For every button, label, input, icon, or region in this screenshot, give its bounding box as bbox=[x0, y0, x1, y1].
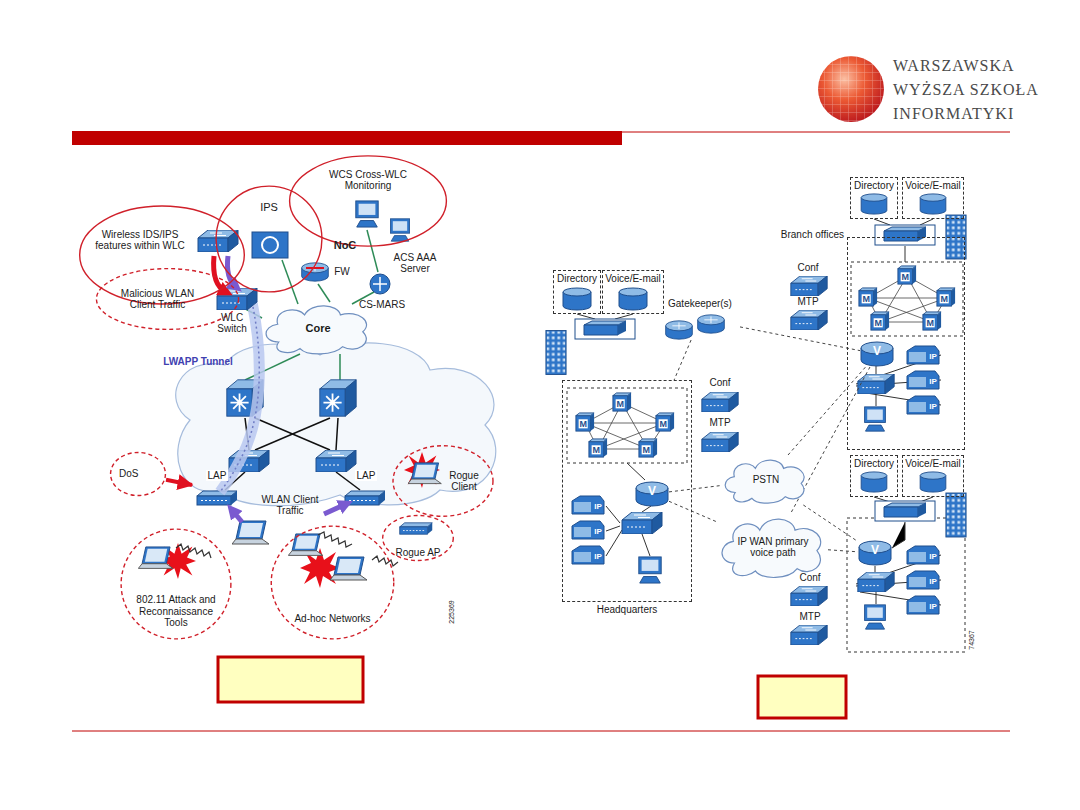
connector bbox=[828, 550, 858, 552]
threat-ellipse: Rogue Client bbox=[392, 445, 494, 517]
server-group: Voice/E-mail bbox=[902, 455, 964, 497]
node-text: Directory bbox=[854, 458, 894, 469]
site-box: HeadquartersV bbox=[562, 380, 692, 602]
phone-mark: IP bbox=[594, 553, 602, 562]
access-point: LAP bbox=[338, 470, 394, 510]
callmanager-mark: M bbox=[659, 419, 667, 429]
core-cloud: Core bbox=[262, 300, 374, 356]
voice-router: V bbox=[635, 481, 669, 507]
figure-number: 74367 bbox=[968, 630, 976, 649]
device-label: Conf bbox=[709, 377, 730, 388]
ellipse-outline bbox=[288, 155, 448, 247]
node-text: Wireless IDS/IPS features within WLC bbox=[90, 229, 190, 251]
device-label: Conf bbox=[799, 572, 820, 583]
node-text: V bbox=[871, 544, 879, 557]
node-text: Rogue AP bbox=[395, 547, 440, 558]
node-text: Headquarters bbox=[563, 604, 691, 615]
gatekeeper: Gatekeeper(s) bbox=[660, 298, 740, 340]
node-text: Directory bbox=[557, 273, 597, 284]
figure-number: 225369 bbox=[448, 600, 456, 623]
callmanager-mark: M bbox=[862, 294, 870, 304]
node-text: Malicious WLAN Client Traffic bbox=[113, 288, 203, 310]
device-label: ACS AAA Server bbox=[385, 252, 445, 274]
callmanager-mark: M bbox=[874, 318, 882, 328]
server-group: Voice/E-mail bbox=[602, 270, 664, 314]
device-label: CS-MARS bbox=[359, 299, 405, 310]
phone-mark: IP bbox=[929, 603, 937, 612]
phone-mark: IP bbox=[929, 553, 937, 562]
threat-circle: 802.11 Attack and Reconnaissance Tools bbox=[120, 528, 232, 640]
phone-mark: IP bbox=[594, 528, 602, 537]
node-text: DoS bbox=[119, 468, 138, 479]
device-label: FW bbox=[334, 266, 350, 277]
server-group: Directory bbox=[850, 455, 898, 497]
node-text: Voice/E-mail bbox=[605, 273, 661, 284]
callmanager-mark: M bbox=[940, 294, 948, 304]
connector bbox=[669, 501, 718, 522]
node-text: IPS bbox=[260, 201, 278, 213]
node-text: Core bbox=[305, 322, 330, 334]
voice-router: V bbox=[858, 540, 892, 566]
device-label: WLC Switch bbox=[212, 312, 252, 334]
threat-ellipse: Rogue AP bbox=[382, 515, 454, 561]
phone-mark: IP bbox=[929, 403, 937, 412]
callmanager-mark: M bbox=[579, 419, 587, 429]
node-text: WCS Cross-WLC Monitoring bbox=[318, 169, 418, 191]
monitoring-ellipse: WCS Cross-WLC Monitoring bbox=[288, 155, 448, 247]
connector bbox=[166, 480, 192, 485]
connector bbox=[788, 367, 866, 455]
site-box: Branch officesV bbox=[847, 237, 965, 450]
phone-mark: IP bbox=[929, 378, 937, 387]
device-label: MTP bbox=[797, 296, 818, 307]
callmanager-mark: M bbox=[926, 318, 934, 328]
logo-text: WARSZAWSKA bbox=[893, 57, 1015, 75]
threat-circle: Ad-hoc Networks bbox=[270, 525, 395, 640]
access-point: LAP bbox=[192, 470, 242, 510]
voice-router: V bbox=[860, 341, 894, 367]
node-text: IP WAN primary voice path bbox=[737, 536, 809, 558]
node-text: Voice/E-mail bbox=[905, 180, 961, 191]
connector bbox=[740, 327, 860, 351]
logo-text: INFORMATYKI bbox=[893, 105, 1014, 123]
node-text: V bbox=[873, 345, 881, 358]
server-group: Voice/E-mail bbox=[902, 177, 964, 219]
tunnel-label: LWAPP Tunnel bbox=[163, 356, 233, 367]
node-text: Ad-hoc Networks bbox=[294, 613, 370, 624]
threat-circle: DoS bbox=[110, 452, 166, 496]
connector bbox=[669, 485, 722, 492]
device-label: MTP bbox=[799, 611, 820, 622]
server-group: Directory bbox=[553, 270, 601, 314]
ellipse-outline bbox=[392, 445, 494, 517]
connector bbox=[674, 340, 691, 380]
node-text: LAP bbox=[206, 470, 229, 481]
node-text: LAP bbox=[355, 470, 378, 481]
threat-ellipse: Malicious WLAN Client Traffic bbox=[95, 268, 240, 330]
callmanager-mark: M bbox=[616, 399, 624, 409]
callmanager-mark: M bbox=[642, 445, 650, 455]
device-label: MTP bbox=[709, 417, 730, 428]
phone-mark: IP bbox=[929, 578, 937, 587]
node-text: 802.11 Attack and Reconnaissance Tools bbox=[134, 594, 218, 628]
network-cloud: IP WAN primary voice path bbox=[718, 512, 828, 580]
callmanager-mark: M bbox=[901, 272, 909, 282]
traffic-label: WLAN Client Traffic bbox=[255, 494, 325, 516]
node-text: Directory bbox=[854, 180, 894, 191]
ips-circle: IPS bbox=[215, 185, 323, 293]
node-text: V bbox=[648, 485, 656, 498]
group-label: NoC bbox=[334, 239, 357, 251]
phone-mark: IP bbox=[929, 353, 937, 362]
server-group: Directory bbox=[850, 177, 898, 219]
device-label: Conf bbox=[797, 262, 818, 273]
node-text: PSTN bbox=[753, 474, 780, 485]
logo-text: WYŻSZA SZKOŁA bbox=[893, 81, 1039, 99]
node-text: Voice/E-mail bbox=[905, 458, 961, 469]
callmanager-mark: M bbox=[592, 445, 600, 455]
phone-mark: IP bbox=[594, 503, 602, 512]
node-text: Branch offices bbox=[781, 229, 844, 240]
node-text: Rogue Client bbox=[444, 470, 484, 492]
network-cloud: PSTN bbox=[722, 455, 810, 505]
node-text: Gatekeeper(s) bbox=[668, 298, 732, 309]
